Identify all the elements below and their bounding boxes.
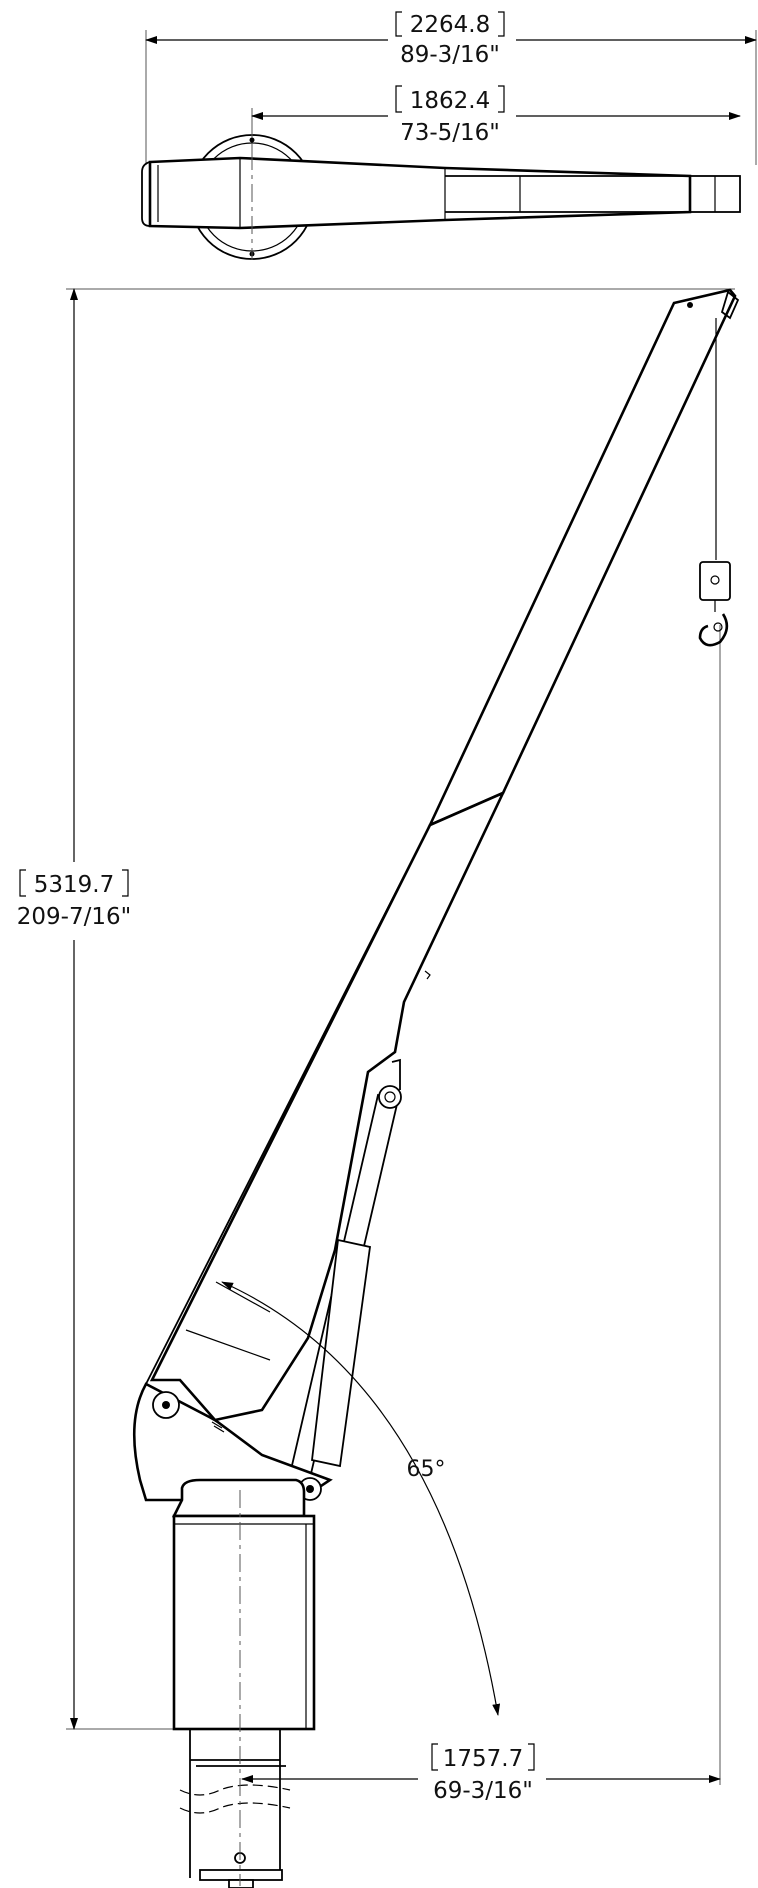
dim-top-reach-metric: 1862.4	[410, 88, 490, 114]
boom-outer-section	[427, 288, 737, 828]
dim-bottom-reach-imperial: 69-3/16"	[433, 1778, 533, 1804]
dim-top-width: 2264.8 89-3/16"	[145, 11, 757, 165]
dim-top-reach-imperial: 73-5/16"	[400, 120, 500, 146]
dim-height-imperial: 209-7/16"	[17, 904, 131, 930]
turret-cap	[171, 1478, 306, 1518]
dim-top-width-imperial: 89-3/16"	[400, 42, 500, 68]
boom-top-outline	[148, 156, 692, 230]
angle-label: 65°	[407, 1457, 446, 1482]
side-view: 5319.7 209-7/16" 1757.7 69-3/16"	[17, 288, 740, 1888]
dim-bottom-reach-metric: 1757.7	[443, 1746, 523, 1772]
top-view: 2264.8 89-3/16" 1862.4 73-5/16"	[141, 11, 757, 260]
angle-indicator: 65°	[221, 1281, 501, 1716]
pedestal	[172, 1514, 316, 1731]
dim-height: 5319.7 209-7/16"	[17, 288, 735, 1730]
mast-base	[179, 1728, 291, 1888]
dim-bottom-reach: 1757.7 69-3/16"	[241, 625, 721, 1804]
dim-top-width-metric: 2264.8	[410, 12, 490, 38]
dim-height-metric: 5319.7	[34, 872, 114, 898]
hook-block	[698, 561, 731, 647]
